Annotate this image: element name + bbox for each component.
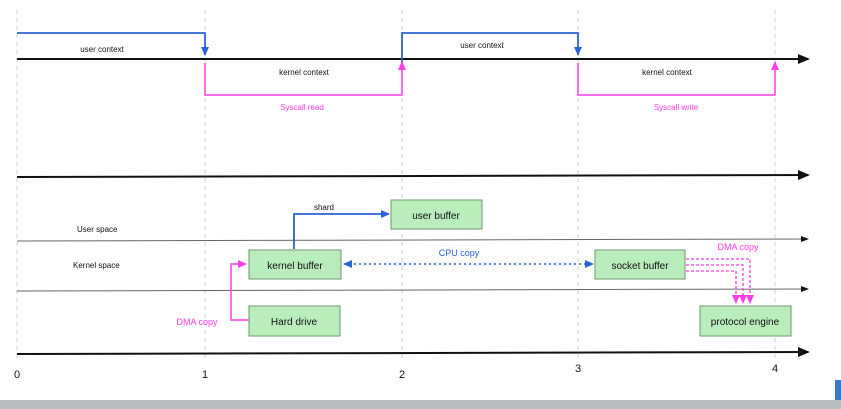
kernel-buffer-label: kernel buffer — [267, 261, 323, 272]
middle-axis — [16, 170, 810, 181]
kernel-buffer-box: kernel buffer — [248, 249, 342, 280]
bottom-axis — [16, 347, 810, 358]
shard-arrow — [293, 210, 390, 249]
kernel-space-label: Kernel space — [73, 261, 120, 270]
dma-dash-line-1 — [686, 258, 754, 304]
bottom-scroll-bar — [0, 400, 841, 409]
dma-copy-left-arrow — [230, 260, 249, 321]
user-space-label: User space — [77, 225, 118, 234]
tick-label-3: 3 — [575, 363, 581, 375]
socket-buffer-box: socket buffer — [594, 249, 686, 280]
syscall-read-label: Syscall read — [280, 103, 324, 112]
kernel-hardware-divider — [16, 286, 809, 293]
protocol-engine-label: protocol engine — [711, 317, 780, 328]
user-context-line-1 — [17, 32, 209, 56]
hard-drive-box: Hard drive — [248, 305, 341, 337]
dma-copy-right-label: DMA copy — [717, 242, 759, 252]
kernel-context-label-1: kernel context — [279, 68, 330, 77]
user-context-label-1: user context — [80, 45, 124, 54]
protocol-engine-box: protocol engine — [699, 305, 792, 337]
tick-label-1: 1 — [202, 369, 208, 381]
tick-label-4: 4 — [772, 363, 778, 375]
kernel-context-line-2 — [577, 61, 779, 96]
tick-label-0: 0 — [14, 369, 20, 381]
user-context-label-2: user context — [460, 41, 504, 50]
hard-drive-label: Hard drive — [271, 317, 318, 328]
zero-copy-diagram: user context user context kernel context… — [14, 10, 810, 381]
socket-buffer-label: socket buffer — [611, 261, 669, 272]
corner-marker — [835, 380, 841, 400]
user-buffer-box: user buffer — [390, 199, 483, 230]
kernel-context-line-1 — [204, 61, 406, 96]
time-markers — [16, 10, 776, 362]
shard-label: shard — [314, 203, 334, 212]
syscall-write-label: Syscall write — [654, 103, 699, 112]
dma-copy-right-arrows — [686, 258, 754, 304]
user-kernel-divider — [16, 236, 809, 243]
dma-dash-line-3 — [686, 270, 740, 304]
user-buffer-label: user buffer — [412, 211, 460, 222]
user-context-line-2 — [401, 32, 582, 63]
cpu-copy-label: CPU copy — [439, 248, 480, 258]
kernel-context-label-2: kernel context — [642, 68, 693, 77]
tick-label-2: 2 — [399, 369, 405, 381]
dma-dash-line-2 — [686, 264, 747, 304]
dma-copy-left-label: DMA copy — [176, 317, 218, 327]
